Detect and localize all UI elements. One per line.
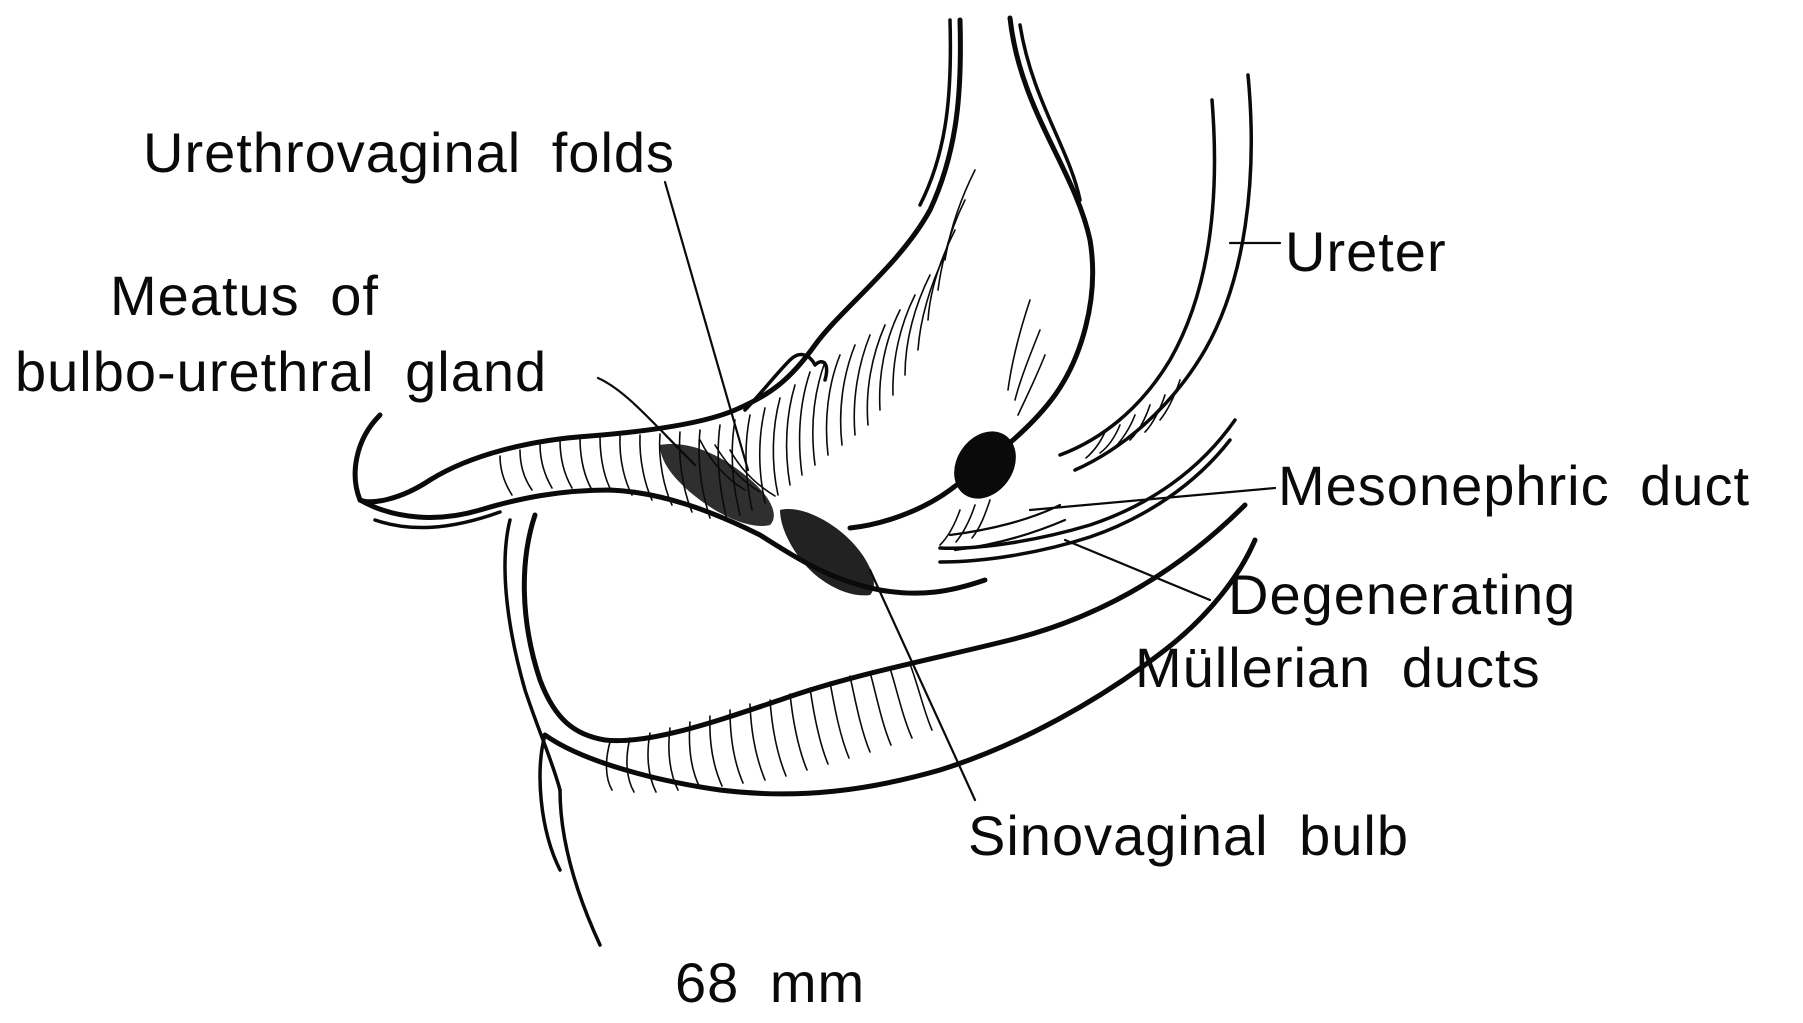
leader-sinovaginal-bulb <box>870 570 975 800</box>
label-mullerian-ducts: Müllerian ducts <box>1135 640 1541 696</box>
label-degenerating: Degenerating <box>1228 567 1576 623</box>
label-urethrovaginal-folds: Urethrovaginal folds <box>143 125 675 181</box>
label-meatus-line2: bulbo-urethral gland <box>15 344 547 400</box>
label-ureter: Ureter <box>1285 224 1447 280</box>
label-stage: 68 mm <box>675 955 865 1011</box>
label-mesonephric-duct: Mesonephric duct <box>1278 458 1750 514</box>
ureter <box>1060 75 1251 470</box>
label-meatus-line1: Meatus of <box>110 268 379 324</box>
label-sinovaginal-bulb: Sinovaginal bulb <box>968 808 1409 864</box>
